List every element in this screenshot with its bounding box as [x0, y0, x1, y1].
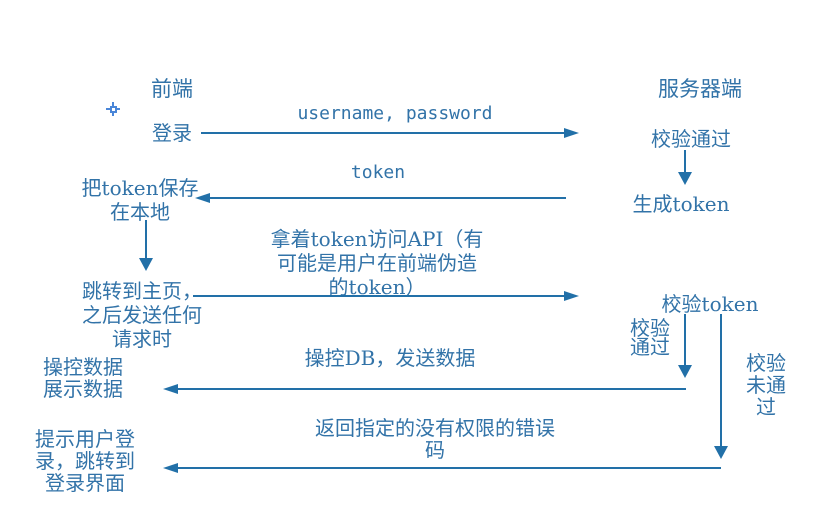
arrowhead-down-icon	[678, 172, 692, 185]
arrowhead-left-icon	[163, 384, 178, 394]
node-verify-pass-2: 校验 通过	[630, 316, 670, 359]
arrowhead-left-icon	[195, 193, 210, 203]
cursor-center-box	[110, 106, 117, 113]
node-save-token: 把token保存 在本地	[81, 176, 199, 224]
arrowhead-right-icon	[564, 128, 579, 138]
arrowhead-left-icon	[163, 463, 178, 473]
arrowhead-down-icon	[714, 446, 728, 459]
plus-crosshair-cursor-icon	[106, 102, 120, 116]
node-generate-token: 生成token	[632, 192, 730, 216]
arrow-line	[201, 132, 564, 134]
arrow-line	[684, 150, 686, 174]
arrow-line	[145, 220, 147, 260]
node-verify-fail: 校验 未通 过	[746, 351, 786, 419]
message-token-response: token	[350, 162, 406, 183]
arrow-line	[178, 388, 686, 390]
arrow-line	[193, 295, 564, 297]
node-verify-token: 校验token	[661, 292, 759, 316]
arrowhead-down-icon	[139, 258, 153, 271]
message-error-response: 返回指定的没有权限的错误 码	[315, 416, 555, 462]
message-db-response: 操控DB，发送数据	[304, 346, 476, 370]
arrowhead-down-icon	[678, 365, 692, 378]
message-api-request: 拿着token访问API（有 可能是用户在前端伪造 的token）	[270, 227, 484, 299]
arrow-line	[720, 314, 722, 448]
node-handle-data: 操控数据 展示数据	[43, 355, 123, 401]
message-login-request: username, password	[297, 103, 493, 124]
actor-server-label: 服务器端	[658, 77, 742, 101]
node-login: 登录	[152, 121, 192, 145]
node-goto-home: 跳转到主页， 之后发送任何 请求时	[82, 279, 202, 351]
actor-frontend-label: 前端	[151, 77, 193, 101]
arrow-line	[210, 197, 566, 199]
arrowhead-right-icon	[564, 291, 579, 301]
arrow-line	[178, 467, 721, 469]
arrow-line	[684, 314, 686, 367]
node-prompt-login: 提示用户登 录，跳转到 登录界面	[35, 427, 135, 495]
node-verify-pass: 校验通过	[651, 127, 731, 151]
